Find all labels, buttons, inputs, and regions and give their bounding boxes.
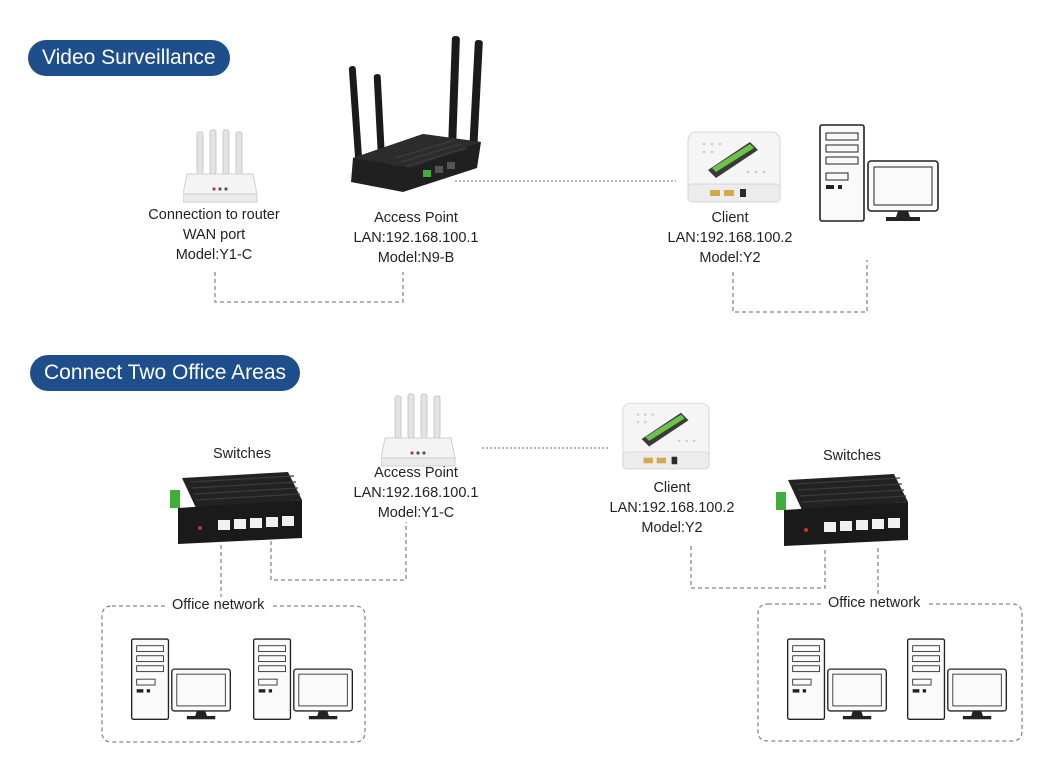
left-pc-1-icon <box>131 638 231 720</box>
client-label-line-2: LAN:192.168.100.2 <box>667 230 793 246</box>
office-client-y2-icon <box>622 402 710 470</box>
left-pc-2-icon <box>253 638 353 720</box>
office-ap-label-line-2: LAN:192.168.100.1 <box>353 485 479 501</box>
ap-label-line-3: Model:N9-B <box>377 250 455 266</box>
office-client-label: Client LAN:192.168.100.2 Model:Y2 <box>610 478 735 538</box>
wire-router-to-ap <box>214 272 404 303</box>
office-client-label-line-3: Model:Y2 <box>641 520 703 536</box>
access-point-label: Access Point LAN:192.168.100.1 Model:N9-… <box>354 208 479 268</box>
client-label-line-1: Client <box>711 210 749 226</box>
client-label: Client LAN:192.168.100.2 Model:Y2 <box>668 208 793 268</box>
ap-label-line-1: Access Point <box>374 210 458 226</box>
router-y1c-icon <box>183 129 258 203</box>
right-pc-2-icon <box>907 638 1007 720</box>
client-y2-icon <box>687 131 781 203</box>
right-network-label: Office network <box>822 595 927 611</box>
office-client-label-line-2: LAN:192.168.100.2 <box>609 500 735 516</box>
client-label-line-3: Model:Y2 <box>699 250 761 266</box>
office-ap-label-line-3: Model:Y1-C <box>377 505 455 521</box>
wire-client-to-pc <box>732 260 868 313</box>
router-label: Connection to router WAN port Model:Y1-C <box>148 205 279 265</box>
ap-label-line-2: LAN:192.168.100.1 <box>353 230 479 246</box>
section-title-connect-office-areas: Connect Two Office Areas <box>30 355 301 391</box>
left-switch-icon <box>170 472 302 544</box>
wire-client-to-right-switch <box>690 546 826 589</box>
access-point-n9b-icon <box>348 35 483 192</box>
right-switch-icon <box>776 474 908 546</box>
right-switch-label: Switches <box>822 448 882 464</box>
right-network-box <box>757 603 1023 742</box>
router-label-line-1: Connection to router <box>148 207 280 223</box>
router-label-line-2: WAN port <box>182 227 246 243</box>
office-client-label-line-1: Client <box>653 480 691 496</box>
office-ap-label: Access Point LAN:192.168.100.1 Model:Y1-… <box>354 463 479 523</box>
router-label-line-3: Model:Y1-C <box>175 247 253 263</box>
pc-icon <box>819 124 939 222</box>
right-pc-1-icon <box>787 638 887 720</box>
left-switch-label: Switches <box>212 446 272 462</box>
left-network-box <box>101 605 366 743</box>
left-network-label: Office network <box>166 597 271 613</box>
office-access-point-icon <box>381 393 456 467</box>
section-title-video-surveillance: Video Surveillance <box>28 40 230 76</box>
office-ap-label-line-1: Access Point <box>374 465 458 481</box>
wire-left-switch-to-ap <box>270 522 407 581</box>
